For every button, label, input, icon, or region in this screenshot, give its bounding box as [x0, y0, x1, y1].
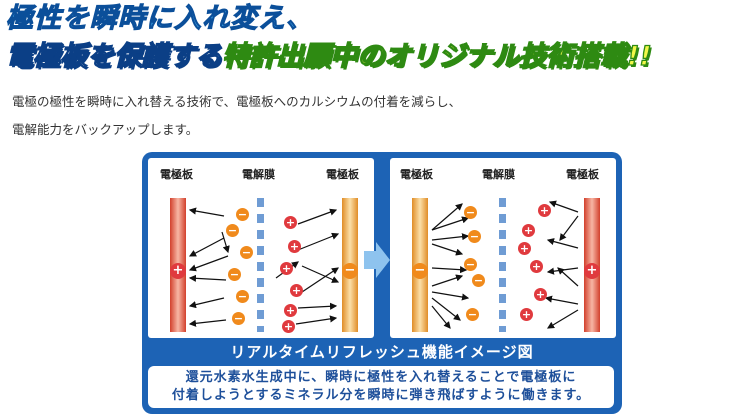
explanation-box: 還元水素水生成中に、瞬時に極性を入れ替えることで電極板に 付着しようとするミネラ… [148, 366, 614, 408]
ion-arrows [188, 207, 340, 327]
plus-ion: + [284, 304, 297, 317]
diagram-caption: リアルタイムリフレッシュ機能イメージ図 [230, 343, 534, 361]
minus-ion: − [232, 312, 245, 325]
plus-ion: + [282, 320, 295, 333]
minus-ion: − [236, 208, 249, 221]
membrane [499, 198, 506, 332]
membrane [257, 198, 264, 332]
description-line2: 電解能力をバックアップします。 [12, 122, 199, 137]
plus-ion: + [280, 262, 293, 275]
electrode-label-left: 電極板 [160, 168, 193, 181]
plus-ion: + [284, 216, 297, 229]
plus-ion: + [538, 204, 551, 217]
description-line1: 電極の極性を瞬時に入れ替える技術で、電極板へのカルシウムの付着を減らし、 [12, 94, 462, 109]
explanation-line2: 付着しようとするミネラル分を瞬時に弾き飛ばすように働きます。 [171, 388, 591, 403]
electrode-label-right: 電極板 [566, 168, 599, 181]
minus-ion: − [466, 308, 479, 321]
explanation-line1: 還元水素水生成中に、瞬時に極性を入れ替えることで電極板に [185, 370, 577, 385]
headline-part1: 電極板を保護する [5, 40, 222, 72]
headline-line2: 電極板を保護する特許出願中のオリジナル技術搭載!! [5, 40, 652, 74]
diagram-after: 電極板 電解膜 電極板 [390, 158, 616, 338]
plus-ion: + [288, 240, 301, 253]
diagram-panel: 電極板 電解膜 電極板 − [142, 152, 622, 414]
membrane-label: 電解膜 [482, 168, 515, 181]
minus-ion: − [240, 246, 253, 259]
ion-arrows [431, 200, 579, 329]
plus-ion: + [534, 288, 547, 301]
plus-ion: + [520, 308, 533, 321]
transition-arrow-icon [364, 242, 390, 278]
minus-ion: − [228, 268, 241, 281]
minus-ion: − [226, 224, 239, 237]
membrane-label: 電解膜 [242, 168, 275, 181]
minus-ion: − [464, 206, 477, 219]
electrode-label-left: 電極板 [400, 168, 433, 181]
electrode-sign-left: − [412, 263, 428, 279]
minus-ion: − [236, 290, 249, 303]
diagram-before: 電極板 電解膜 電極板 − [148, 158, 374, 338]
minus-ion: − [464, 258, 477, 271]
plus-ion: + [522, 224, 535, 237]
plus-ion: + [518, 242, 531, 255]
electrode-sign-left: + [170, 263, 186, 279]
electrode-label-right: 電極板 [326, 168, 359, 181]
headline-line1: 極性を瞬時に入れ変え、 [5, 2, 314, 34]
plus-ion: + [530, 260, 543, 273]
electrode-sign-right: + [584, 263, 600, 279]
electrode-sign-right: − [342, 263, 358, 279]
headline-part2: 特許出願中のオリジナル技術搭載!! [221, 40, 652, 72]
plus-ion: + [290, 284, 303, 297]
minus-ion: − [472, 274, 485, 287]
minus-ion: − [468, 230, 481, 243]
